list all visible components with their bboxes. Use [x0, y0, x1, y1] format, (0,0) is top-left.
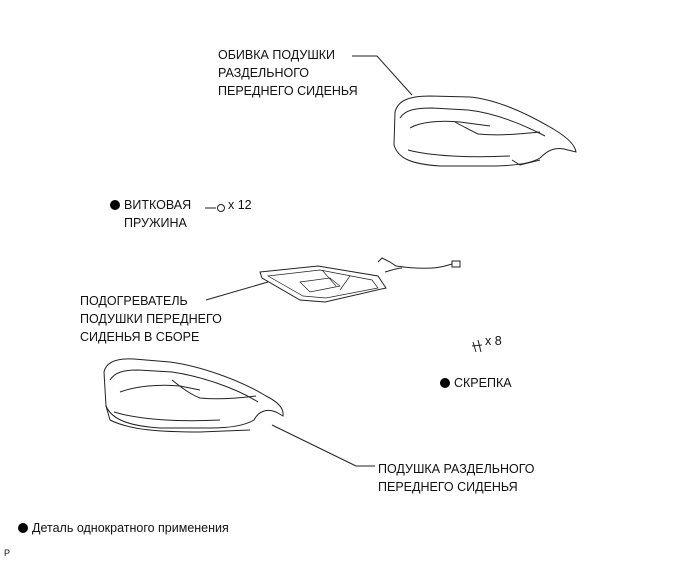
page-marker: P — [4, 548, 11, 558]
coil-spring-drawing — [205, 204, 225, 212]
coil-spring-label: ВИТКОВАЯ ПРУЖИНА — [110, 196, 191, 232]
clip-drawing — [471, 339, 483, 353]
clip-quantity: x 8 — [485, 334, 502, 348]
heater-leader-line — [205, 281, 269, 301]
cover-label-line-1: ОБИВКА ПОДУШКИ — [218, 48, 336, 62]
cushion-label-line-2: ПЕРЕДНЕГО СИДЕНЬЯ — [378, 480, 518, 494]
cushion-cover-label: ОБИВКА ПОДУШКИ РАЗДЕЛЬНОГО ПЕРЕДНЕГО СИД… — [218, 46, 358, 100]
heater-label-line-2: ПОДУШКИ ПЕРЕДНЕГО — [80, 312, 222, 326]
cushion-drawing — [103, 358, 284, 433]
clip-label: СКРЕПКА — [440, 374, 512, 392]
clip-label-text: СКРЕПКА — [454, 376, 512, 390]
cover-leader-line-2 — [376, 55, 413, 96]
single-use-dot-icon — [110, 200, 120, 210]
spring-label-line-2: ПРУЖИНА — [124, 216, 187, 230]
heater-label: ПОДОГРЕВАТЕЛЬ ПОДУШКИ ПЕРЕДНЕГО СИДЕНЬЯ … — [80, 292, 222, 346]
single-use-dot-icon — [440, 378, 450, 388]
heater-label-line-3: СИДЕНЬЯ В СБОРЕ — [80, 330, 200, 344]
cushion-label-line-1: ПОДУШКА РАЗДЕЛЬНОГО — [378, 462, 535, 476]
spring-label-line-1: ВИТКОВАЯ — [124, 198, 192, 212]
spring-quantity: x 12 — [228, 198, 252, 212]
cover-label-line-3: ПЕРЕДНЕГО СИДЕНЬЯ — [218, 84, 358, 98]
legend: Деталь однократного применения — [18, 519, 229, 537]
cushion-cover-drawing — [393, 95, 577, 167]
cushion-label: ПОДУШКА РАЗДЕЛЬНОГО ПЕРЕДНЕГО СИДЕНЬЯ — [378, 460, 535, 496]
heater-drawing — [259, 257, 461, 303]
legend-text: Деталь однократного применения — [32, 521, 229, 535]
heater-label-line-1: ПОДОГРЕВАТЕЛЬ — [80, 294, 188, 308]
single-use-dot-icon — [18, 523, 28, 533]
cover-label-line-2: РАЗДЕЛЬНОГО — [218, 66, 309, 80]
cushion-leader-line — [271, 424, 357, 467]
